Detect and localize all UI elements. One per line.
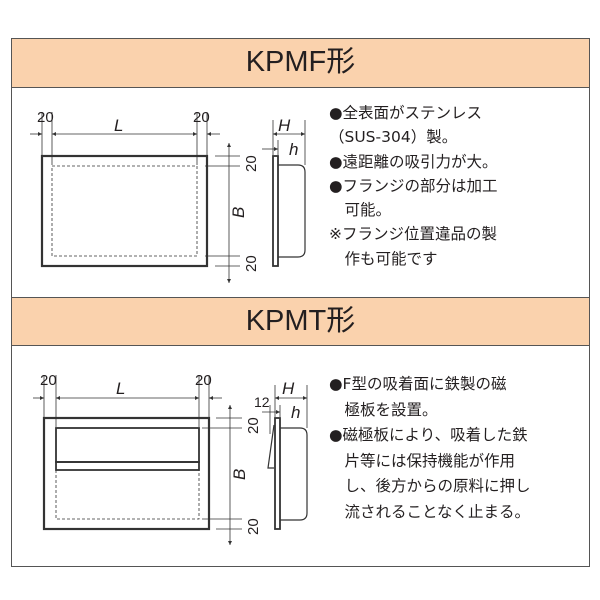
- kpmf-drawing: [30, 112, 306, 283]
- side-body: [278, 164, 306, 258]
- dim-height: H: [282, 379, 295, 398]
- kpmf-notes: ●全表面がステンレス （SUS-304）製。 ●遠距離の吸引力が大。 ●フランジ…: [329, 101, 498, 271]
- flange-outline: [40, 154, 209, 268]
- dim-inner-height: h: [289, 140, 298, 159]
- dim-length: L: [114, 116, 123, 135]
- note-line: ●フランジの部分は加工: [329, 176, 498, 195]
- dim-top: 20: [243, 155, 260, 172]
- note-line: 片等には保持機能が作用: [329, 451, 516, 470]
- note-line: ●磁極板により、吸着した鉄: [329, 426, 528, 444]
- side-plate: [272, 155, 279, 267]
- pole-plate-edge: [55, 461, 200, 471]
- side-body: [280, 427, 308, 521]
- note-line: ※フランジ位置違品の製: [329, 225, 497, 244]
- dim-left: 20: [40, 372, 57, 389]
- kpmt-dim-labels: 20 20 L H h 12 20 20 B: [40, 372, 300, 535]
- note-line: し、後方からの原料に押し: [329, 477, 531, 495]
- pole-plate: [55, 427, 200, 463]
- side-plate: [274, 417, 281, 530]
- kpmf-dim-labels: 20 20 L H h 20 20 B: [37, 109, 298, 272]
- dim-inner-height: h: [291, 403, 300, 422]
- dim-right: 20: [195, 372, 212, 389]
- section-title: KPMT形: [245, 305, 356, 337]
- dim-bottom: 20: [245, 518, 262, 535]
- kpmt-notes: ●F型の吸着面に鉄製の磁 極板を設置。 ●磁極板により、吸着した鉄 片等には保持…: [329, 372, 531, 525]
- section-header-kpmf: KPMF形: [11, 38, 590, 88]
- note-line: （SUS-304）製。: [329, 128, 458, 147]
- section-header-kpmt: KPMT形: [11, 297, 590, 346]
- dim-breadth: B: [230, 469, 249, 480]
- note-line: 可能。: [329, 201, 392, 220]
- kpmt-drawing: [33, 375, 308, 545]
- dim-breadth: B: [229, 207, 248, 218]
- dim-right: 20: [193, 109, 210, 126]
- dim-height: H: [278, 116, 291, 135]
- section-title: KPMF形: [245, 46, 356, 78]
- note-line: 流されることなく止まる。: [329, 502, 531, 521]
- dim-plate: 12: [254, 394, 270, 410]
- dim-bottom: 20: [243, 255, 260, 272]
- note-line: ●F型の吸着面に鉄製の磁: [329, 375, 507, 393]
- note-line: 作も可能です: [329, 249, 438, 268]
- dim-left: 20: [37, 109, 54, 126]
- note-line: 極板を設置。: [329, 400, 438, 419]
- pole-plate-side: [267, 424, 275, 469]
- flange-outline: [42, 416, 211, 531]
- dim-top: 20: [245, 417, 262, 434]
- magnet-area-dashed: [55, 470, 200, 520]
- magnet-area-dashed: [51, 165, 198, 257]
- note-line: ●遠距離の吸引力が大。: [329, 152, 498, 171]
- dim-length: L: [116, 379, 125, 398]
- note-line: ●全表面がステンレス: [329, 104, 483, 122]
